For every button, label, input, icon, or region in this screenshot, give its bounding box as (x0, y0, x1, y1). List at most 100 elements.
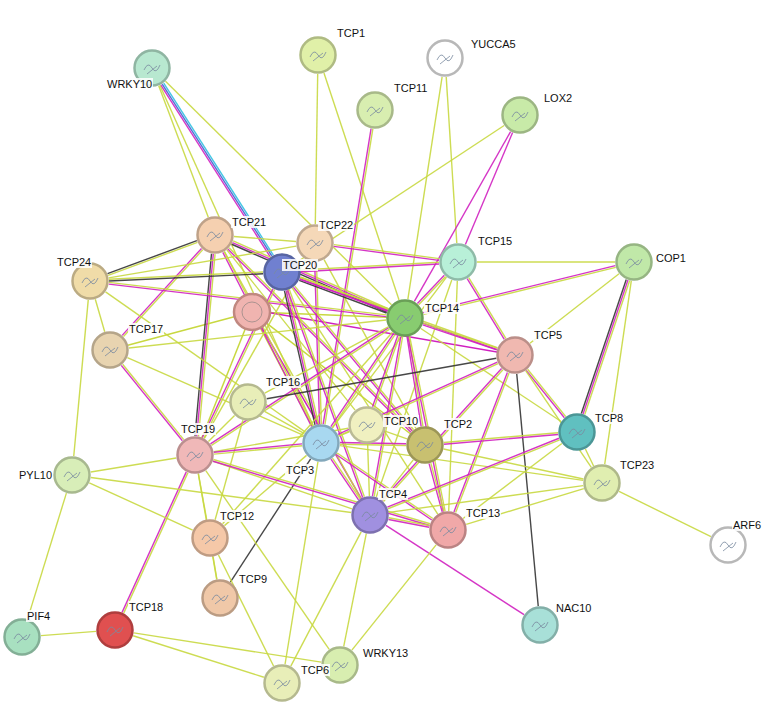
interaction-edge (41, 631, 96, 635)
protein-node: TCP5 (496, 336, 534, 374)
evidence-line (234, 237, 296, 242)
interaction-edge (159, 86, 209, 217)
protein-label: TCP17 (128, 323, 164, 335)
protein-node: TCP19 (176, 436, 214, 474)
protein-node: TCP15 (439, 243, 477, 281)
evidence-line (469, 278, 506, 339)
node-circle (501, 96, 539, 134)
interaction-edge (414, 132, 510, 302)
structure-thumbnail (64, 472, 80, 481)
protein-label: TCP4 (378, 488, 408, 500)
interaction-edge (121, 364, 183, 441)
evidence-line (340, 446, 583, 481)
node-circle (229, 383, 267, 421)
interaction-edge (89, 483, 192, 530)
protein-node: TCP12 (191, 519, 229, 557)
protein-label: TCP10 (383, 415, 419, 427)
evidence-line (528, 369, 566, 416)
node-outline (73, 264, 108, 299)
structure-thumbnail (187, 452, 203, 461)
evidence-line (41, 631, 96, 635)
evidence-line (517, 374, 538, 606)
structure-thumbnail (212, 595, 228, 604)
interaction-edge (122, 472, 188, 613)
evidence-line (210, 328, 388, 444)
protein-node: YUCCA5 (426, 39, 464, 77)
node-outline (560, 415, 595, 450)
interaction-edge (477, 262, 615, 263)
protein-label: LOX2 (543, 92, 573, 104)
evidence-line (134, 633, 321, 662)
evidence-line (284, 291, 315, 425)
interaction-edge (223, 332, 393, 524)
protein-label: TCP12 (219, 510, 255, 522)
protein-label: TCP15 (477, 235, 513, 247)
protein-node: TCP6 (263, 664, 301, 702)
node-outline (408, 428, 443, 463)
evidence-line (121, 365, 182, 440)
node-circle (558, 413, 596, 451)
structure-thumbnail (362, 512, 378, 521)
interaction-edge (373, 336, 400, 408)
structure-thumbnail (720, 542, 736, 551)
protein-node: PIF4 (3, 618, 41, 656)
protein-node: TCP9 (201, 579, 239, 617)
protein-node: PYL10 (53, 456, 91, 494)
interaction-edge (340, 442, 406, 445)
evidence-line (465, 133, 512, 245)
node-outline (498, 338, 533, 373)
evidence-line (164, 83, 274, 255)
node-circle (709, 526, 747, 564)
protein-label: TCP11 (393, 82, 428, 94)
protein-label: TCP13 (465, 507, 501, 519)
evidence-line (414, 132, 510, 302)
evidence-line (133, 636, 264, 678)
structure-thumbnail (313, 440, 329, 449)
evidence-line (417, 275, 444, 303)
node-outline (358, 93, 393, 128)
protein-label: WRKY13 (362, 647, 409, 659)
evidence-line (477, 261, 615, 262)
node-circle (386, 299, 424, 337)
evidence-line (124, 473, 188, 613)
interaction-edge (407, 337, 423, 427)
evidence-line (334, 245, 439, 259)
evidence-line (91, 478, 351, 513)
node-outline (353, 498, 388, 533)
structure-thumbnail (332, 662, 348, 671)
protein-node: TCP18 (96, 611, 134, 649)
evidence-line (28, 493, 67, 619)
interaction-edge (465, 133, 512, 245)
evidence-line (423, 323, 497, 348)
evidence-line (419, 276, 446, 304)
protein-node: TCP20 (263, 253, 301, 291)
evidence-line (74, 300, 88, 456)
interaction-edge (161, 83, 274, 257)
protein-label: WRKY10 (106, 78, 153, 90)
protein-node: TCP10 (348, 406, 386, 444)
evidence-line (339, 432, 350, 436)
evidence-line (223, 332, 393, 524)
interaction-edge (368, 444, 370, 496)
interaction-edge (214, 444, 302, 454)
node-circle (263, 664, 301, 702)
evidence-line (89, 483, 192, 530)
evidence-line (213, 461, 352, 509)
evidence-line (463, 443, 562, 518)
evidence-line (389, 518, 430, 526)
interaction-edge (298, 125, 504, 261)
evidence-line (385, 431, 407, 439)
structure-thumbnail (307, 240, 323, 249)
interaction-edge (195, 254, 215, 436)
node-outline (5, 620, 40, 655)
protein-label: TCP23 (619, 459, 655, 471)
protein-label: TCP14 (424, 302, 460, 314)
interaction-edge (581, 279, 629, 414)
node-circle (351, 496, 389, 534)
evidence-line (444, 433, 558, 443)
node-circle (302, 424, 340, 462)
interaction-edge (449, 281, 458, 511)
evidence-line (224, 252, 313, 426)
evidence-line (291, 532, 361, 666)
evidence-line (214, 446, 302, 454)
